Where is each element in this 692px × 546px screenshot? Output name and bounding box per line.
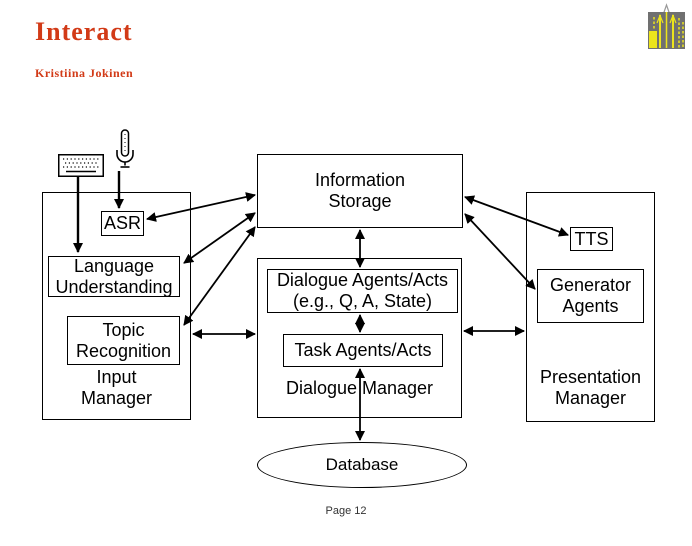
database-ellipse: Database [257, 442, 467, 488]
presentation-manager-label: Presentation Manager [539, 367, 642, 409]
information-storage-box: Information Storage [257, 154, 463, 228]
asr-box: ASR [101, 211, 144, 236]
page-number-label: Page 12 [325, 505, 367, 517]
university-building-logo-icon [648, 3, 685, 49]
generator-agents-box: Generator Agents [537, 269, 644, 323]
arrow-topic-recognition-information-storage [183, 226, 256, 326]
tts-box: TTS [570, 227, 613, 251]
topic-recognition-box: Topic Recognition [67, 316, 180, 365]
dialogue-agents-box: Dialogue Agents/Acts (e.g., Q, A, State) [267, 269, 458, 313]
slide-author: Kristiina Jokinen [35, 66, 134, 80]
input-manager-label: Input Manager [80, 367, 153, 409]
dialogue-manager-label: Dialogue Manager [285, 378, 434, 399]
arrow-language-understanding-information-storage [183, 212, 256, 264]
slide-title: Interact [35, 17, 133, 46]
microphone-icon [116, 129, 134, 168]
task-agents-box: Task Agents/Acts [283, 334, 443, 367]
language-understanding-box: Language Understanding [48, 256, 180, 297]
arrow-information-storage-generator-agents [464, 213, 536, 290]
keyboard-icon [58, 154, 104, 177]
